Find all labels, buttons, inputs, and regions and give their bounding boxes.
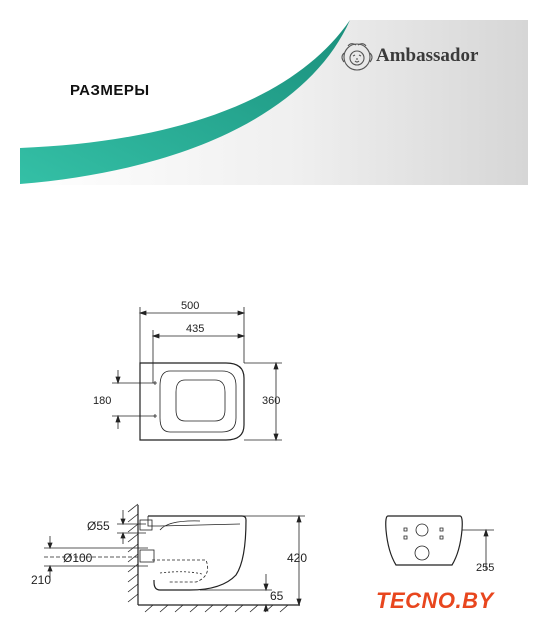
top-view-outline [139, 362, 245, 441]
bowl-body [148, 515, 247, 591]
dim-depth-left: 180 [93, 395, 111, 407]
rear-view [385, 515, 494, 570]
dim-height: 420 [287, 551, 307, 565]
dim-pipe-lower: Ø100 [63, 551, 93, 565]
top-view [112, 307, 282, 442]
dim-bottom-gap: 65 [270, 589, 284, 603]
page-title: РАЗМЕРЫ [70, 82, 150, 99]
dim-width-inner: 435 [186, 323, 204, 335]
dim-depth-right: 360 [262, 395, 280, 407]
seat-rim [159, 370, 237, 433]
brand-name: Ambassador [376, 45, 479, 66]
mount-hole-icon [153, 381, 157, 418]
rear-view-outline [385, 515, 463, 566]
side-view [44, 503, 305, 613]
dim-floor-offset: 210 [31, 573, 51, 587]
teal-swoosh [20, 20, 350, 184]
watermark-logo: TECNO.BY [376, 588, 494, 613]
bowl-opening [175, 379, 226, 422]
lion-logo-icon [341, 43, 373, 71]
header-white-area [20, 20, 350, 155]
dim-width-total: 500 [181, 300, 199, 312]
dim-pipe-upper: Ø55 [87, 519, 110, 533]
dim-rear-partial: 255 [476, 562, 494, 574]
